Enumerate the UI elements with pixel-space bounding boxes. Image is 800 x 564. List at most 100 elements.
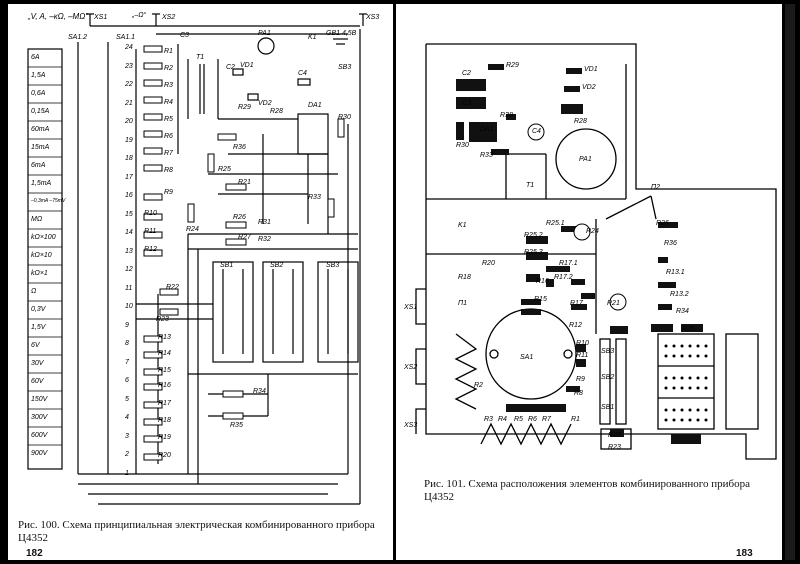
contact-number: 23 xyxy=(125,62,133,70)
right-page: Рис. 101. Схема расположения элементов к… xyxy=(396,4,782,560)
component-label: SB1 xyxy=(220,262,234,269)
component-label: VD2 xyxy=(258,100,272,107)
page-number: 182 xyxy=(26,548,43,559)
switch-sa1-2: SA1.2 xyxy=(68,34,88,41)
component-label: SA1 xyxy=(520,354,534,361)
component-label: T1 xyxy=(196,54,205,61)
component-label: R17.2 xyxy=(554,274,573,281)
contact-number: 19 xyxy=(125,136,133,144)
component-label: R2 xyxy=(164,65,173,72)
range-label: 60V xyxy=(31,378,44,385)
contact-number: 8 xyxy=(125,340,129,347)
component-label: R25 xyxy=(218,166,231,173)
component-label: VD1 xyxy=(240,62,254,69)
range-label: 1,5A xyxy=(31,72,46,79)
left-page: „V, A, –кΩ, –MΩ“ XS1 „–Ω“ XS2 XS3 SA1.2 … xyxy=(8,4,393,560)
component-label: R5 xyxy=(164,116,173,123)
range-label: 6A xyxy=(31,54,40,61)
component-label: R22 xyxy=(608,432,621,439)
component-label: R5 xyxy=(514,416,523,423)
component-label: C4 xyxy=(298,70,307,77)
connector-xs2: XS2 xyxy=(162,14,176,21)
component-label: R32 xyxy=(258,236,271,243)
component-label: R12 xyxy=(144,246,157,253)
component-label: R7 xyxy=(542,416,551,423)
range-label: 900V xyxy=(31,450,48,457)
page-number: 183 xyxy=(736,548,753,559)
component-label: R3 xyxy=(164,82,173,89)
component-label: R22 xyxy=(166,284,179,291)
contact-number: 4 xyxy=(125,414,129,421)
component-label: SB3 xyxy=(601,348,615,355)
component-label: R26 xyxy=(233,214,246,221)
component-label: R28 xyxy=(270,108,283,115)
switch-sa1-1: SA1.1 xyxy=(116,34,136,41)
figure-caption: Рис. 100. Схема принципиальная электриче… xyxy=(18,519,375,544)
contact-number: 24 xyxy=(125,44,133,51)
component-label: R9 xyxy=(576,376,585,383)
component-label: П2 xyxy=(651,184,660,191)
range-label: 0,15A xyxy=(31,108,50,115)
component-label: R25.1 xyxy=(546,220,565,227)
range-label: kΩ×1 xyxy=(31,270,48,277)
range-label: –0,3mA –75mV xyxy=(31,198,66,204)
range-label: kΩ×10 xyxy=(31,252,52,259)
component-label: C3 xyxy=(462,100,471,107)
component-label: R35 xyxy=(230,422,243,429)
component-label: T1 xyxy=(526,182,535,189)
component-label: R10 xyxy=(576,340,589,347)
component-label: XS2 xyxy=(404,364,418,371)
contact-number: 7 xyxy=(125,358,129,366)
contact-number: 18 xyxy=(125,155,133,162)
range-label: 30V xyxy=(31,360,44,367)
component-label: R25.3 xyxy=(524,249,543,256)
component-label: П1 xyxy=(458,300,467,307)
component-label: R18 xyxy=(458,274,471,281)
component-label: R16 xyxy=(158,382,171,389)
component-label: R17.1 xyxy=(559,260,578,267)
contact-number: 17 xyxy=(125,173,133,181)
range-label: 60mA xyxy=(31,126,50,133)
component-label: C2 xyxy=(462,70,471,77)
component-label: SB2 xyxy=(270,262,284,269)
component-label: K1 xyxy=(308,34,317,41)
component-label: R33 xyxy=(480,152,493,159)
component-label: GB1 4,5B xyxy=(326,30,357,37)
component-label: R34 xyxy=(253,388,266,395)
component-label: R13.2 xyxy=(670,291,689,298)
component-label: PA1 xyxy=(579,156,592,163)
component-label: R31 xyxy=(258,219,271,226)
contact-number: 11 xyxy=(125,284,133,292)
component-label: R6 xyxy=(528,416,537,423)
component-label: VD2 xyxy=(582,84,596,91)
component-label: R24 xyxy=(186,226,199,233)
component-label: DA1 xyxy=(308,102,322,109)
component-label: R11 xyxy=(144,228,157,235)
contact-number: 13 xyxy=(125,247,133,255)
component-label: R8 xyxy=(164,167,173,174)
range-label: 6mA xyxy=(31,162,46,169)
component-label: R30 xyxy=(456,142,469,149)
component-label: R23 xyxy=(156,316,169,323)
connector-xs1: XS1 xyxy=(94,14,108,21)
range-label: 150V xyxy=(31,396,48,403)
range-label: 6V xyxy=(31,342,40,349)
component-label: R15 xyxy=(534,296,547,303)
component-label: R6 xyxy=(164,133,173,140)
component-label: R4 xyxy=(164,99,173,106)
range-label: MΩ xyxy=(31,216,43,223)
range-label: 600V xyxy=(31,432,48,439)
scrollbar[interactable] xyxy=(785,4,795,560)
component-label: R15 xyxy=(158,367,171,374)
component-label: R11 xyxy=(576,352,589,359)
component-label: R28 xyxy=(574,118,587,125)
contact-number: 20 xyxy=(125,118,133,125)
contact-number: 9 xyxy=(125,321,129,329)
range-label: kΩ×100 xyxy=(31,234,56,241)
component-label: R8 xyxy=(574,390,583,397)
contact-number: 10 xyxy=(125,303,133,310)
range-label: Ω xyxy=(31,288,37,295)
layout-drawing xyxy=(415,43,777,460)
component-label: SB2 xyxy=(601,374,615,381)
component-label: R20 xyxy=(158,452,171,459)
